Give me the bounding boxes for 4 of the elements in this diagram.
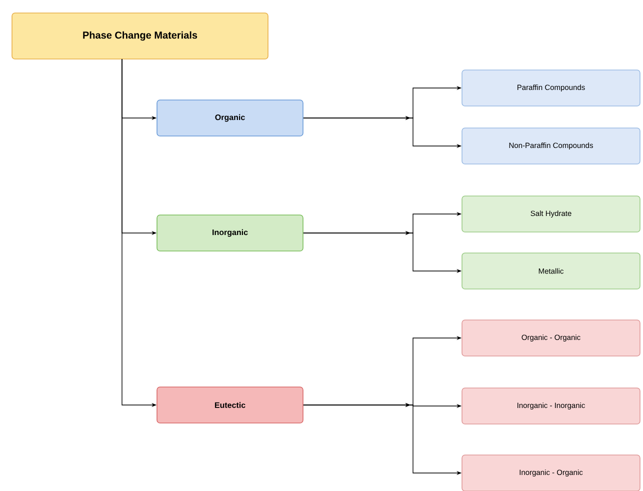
category-box: Eutectic [156,386,304,424]
root-box: Phase Change Materials [12,12,268,60]
category-box: Inorganic [156,214,304,252]
category-box: Organic [156,100,304,136]
